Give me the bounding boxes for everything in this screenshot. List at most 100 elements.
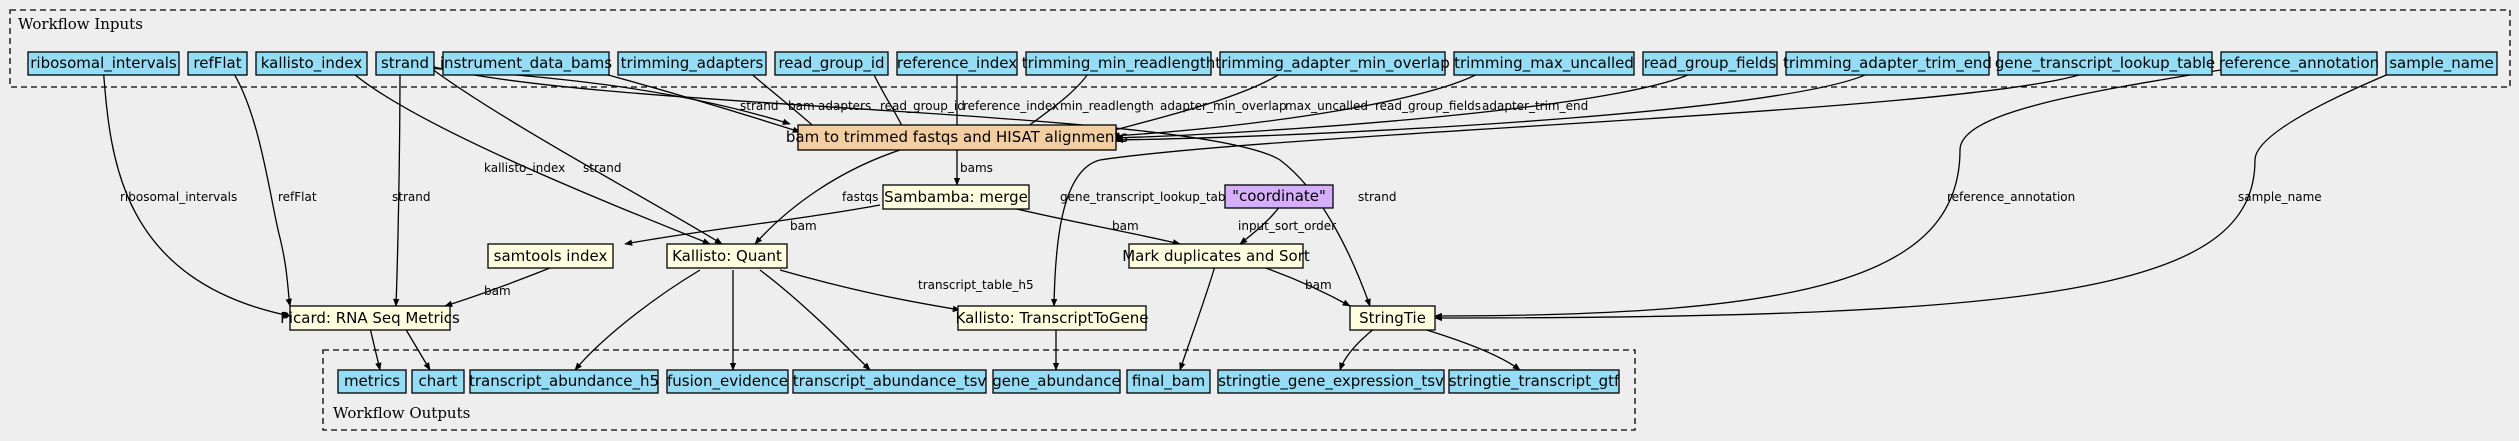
input-read-group-id-label: read_group_id [778,54,884,73]
edge-label-fastqs: fastqs [842,190,878,204]
step-samtools-index-label: samtools index [494,247,608,265]
edge-label-reference-annotation: reference_annotation [1947,190,2075,204]
edge-label-strand: strand [740,99,778,113]
output-stringtie-transcript-gtf-label: stringtie_transcript_gtf [1449,372,1620,391]
edge-picard-to-chart [404,327,431,371]
input-read-group-fields[interactable]: read_group_fields [1642,51,1778,76]
edge-kallisto-quant-to-transcript-abundance-tsv [759,269,871,371]
input-trimming-adapters-label: trimming_adapters [621,54,764,73]
output-fusion-evidence[interactable]: fusion_evidence [666,369,789,394]
input-sample-name-label: sample_name [2389,54,2494,73]
edge-label-input-sort-order: input_sort_order [1238,219,1336,233]
step-mark-duplicates[interactable]: Mark duplicates and Sort [1122,243,1310,269]
input-trimming-adapter-trim-end-label: trimming_adapter_trim_end [1783,54,1992,73]
edge-label-bam-markdup: bam [1112,219,1139,233]
edge-stringtie-to-transcript-gtf [1419,327,1521,371]
edge-label-read-group-fields: read_group_fields [1375,99,1481,113]
edge-kallisto-quant-to-transcript-abundance-h5 [574,269,701,371]
input-kallisto-index[interactable]: kallisto_index [255,51,368,76]
step-kallisto-quant-label: Kallisto: Quant [672,247,782,265]
input-read-group-fields-label: read_group_fields [1644,54,1777,73]
step-bam-to-trimmed[interactable]: bam to trimmed fastqs and HISAT alignmen… [786,124,1128,151]
edge-label-refflat: refFlat [278,190,317,204]
output-chart[interactable]: chart [411,369,465,394]
input-read-group-id[interactable]: read_group_id [774,51,889,76]
input-reference-index-label: reference_index [897,54,1017,73]
output-gene-abundance-label: gene_abundance [992,372,1120,391]
input-trimming-adapter-min-overlap[interactable]: trimming_adapter_min_overlap [1215,51,1450,76]
input-trimming-min-readlength[interactable]: trimming_min_readlength [1022,51,1216,76]
step-stringtie-label: StringTie [1359,309,1426,327]
workflow-inputs-cluster: Workflow Inputs [9,9,2511,88]
output-metrics[interactable]: metrics [337,369,407,394]
edge-refflat-to-picard [228,65,292,307]
edge-reference-annotation-to-stringtie [1434,65,2246,320]
edge-sambamba-merge-to-mark-duplicates [999,204,1181,246]
edge-label-ribosomal-intervals: ribosomal_intervals [120,190,237,204]
step-mark-duplicates-label: Mark duplicates and Sort [1122,247,1310,265]
input-ribosomal-intervals[interactable]: ribosomal_intervals [27,51,180,76]
step-sambamba-merge-label: Sambamba: merge [884,188,1028,206]
edge-mark-duplicates-to-stringtie [1259,265,1351,307]
output-gene-abundance[interactable]: gene_abundance [992,369,1121,394]
edge-sample-name-to-stringtie [1434,65,2409,322]
edge-label-gene-transcript-lookup-table: gene_transcript_lookup_table [1060,190,1236,204]
step-stringtie[interactable]: StringTie [1349,305,1436,331]
output-transcript-abundance-tsv[interactable]: transcript_abundance_tsv [792,369,987,394]
edge-stringtie-to-gene-expression-tsv [1339,327,1376,371]
edge-label-bam-picard: bam [484,284,511,298]
step-samtools-index[interactable]: samtools index [487,243,614,269]
step-picard[interactable]: Picard: RNA Seq Metrics [280,305,460,331]
input-kallisto-index-label: kallisto_index [261,54,363,73]
edge-label-bams: bams [960,161,993,175]
step-bam-to-trimmed-label: bam to trimmed fastqs and HISAT alignmen… [786,128,1128,146]
edge-strand-to-stringtie [429,65,1371,307]
input-refflat-label: refFlat [193,54,241,72]
workflow-outputs-title: Workflow Outputs [333,404,470,422]
output-transcript-abundance-h5-label: transcript_abundance_h5 [469,372,659,391]
output-final-bam-label: final_bam [1132,372,1205,391]
output-stringtie-transcript-gtf[interactable]: stringtie_transcript_gtf [1448,369,1620,394]
input-strand-label: strand [381,54,429,72]
constant-coordinate[interactable]: "coordinate" [1224,184,1334,209]
output-chart-label: chart [419,372,458,390]
step-kallisto-quant[interactable]: Kallisto: Quant [666,243,788,269]
input-instrument-data-bams-label: instrument_data_bams [440,54,612,73]
step-transcript-to-gene-label: Kallisto: TranscriptToGene [956,309,1149,327]
input-trimming-min-readlength-label: trimming_min_readlength [1022,54,1216,73]
input-trimming-adapters[interactable]: trimming_adapters [617,51,767,76]
edge-label-adapters: adapters [818,99,871,113]
input-sample-name[interactable]: sample_name [2385,51,2498,76]
input-reference-annotation-label: reference_annotation [2219,54,2379,73]
output-stringtie-gene-expression-tsv[interactable]: stringtie_gene_expression_tsv [1217,369,1445,394]
edge-samtools-index-to-picard [444,263,561,307]
input-gene-transcript-lookup-table[interactable]: gene_transcript_lookup_table [1995,51,2215,76]
edge-read-group-fields-to-bam-to-trimmed [1114,65,1705,141]
step-transcript-to-gene[interactable]: Kallisto: TranscriptToGene [956,305,1149,331]
edge-mark-duplicates-to-final-bam [1179,265,1216,371]
edge-trimming-adapter-trim-end-to-bam-to-trimmed [1115,65,1881,144]
edge-ribosomal-intervals-to-picard [102,65,291,318]
constant-coordinate-label: "coordinate" [1232,187,1326,205]
edge-trimming-max-uncalled-to-bam-to-trimmed [1111,65,1491,139]
output-metrics-label: metrics [344,372,400,390]
output-fusion-evidence-label: fusion_evidence [667,372,788,391]
input-trimming-adapter-min-overlap-label: trimming_adapter_min_overlap [1215,54,1449,73]
edge-label-reference-index: reference_index [963,99,1059,113]
output-transcript-abundance-tsv-label: transcript_abundance_tsv [793,372,987,391]
edge-label-strand-kallisto: strand [583,161,621,175]
input-reference-annotation[interactable]: reference_annotation [2219,51,2379,76]
input-reference-index[interactable]: reference_index [896,51,1018,76]
input-instrument-data-bams[interactable]: instrument_data_bams [440,51,612,76]
edge-sambamba-merge-to-samtools-index [624,204,881,246]
input-refflat[interactable]: refFlat [187,51,248,76]
output-transcript-abundance-h5[interactable]: transcript_abundance_h5 [469,369,659,394]
edge-label-min-readlength: min_readlength [1060,99,1154,113]
input-strand[interactable]: strand [375,51,435,76]
edge-label-bam: bam [788,99,815,113]
step-sambamba-merge[interactable]: Sambamba: merge [882,184,1030,210]
input-trimming-max-uncalled[interactable]: trimming_max_uncalled [1453,51,1635,76]
input-gene-transcript-lookup-table-label: gene_transcript_lookup_table [1995,54,2215,73]
input-trimming-adapter-trim-end[interactable]: trimming_adapter_trim_end [1783,51,1992,76]
output-final-bam[interactable]: final_bam [1126,369,1211,394]
